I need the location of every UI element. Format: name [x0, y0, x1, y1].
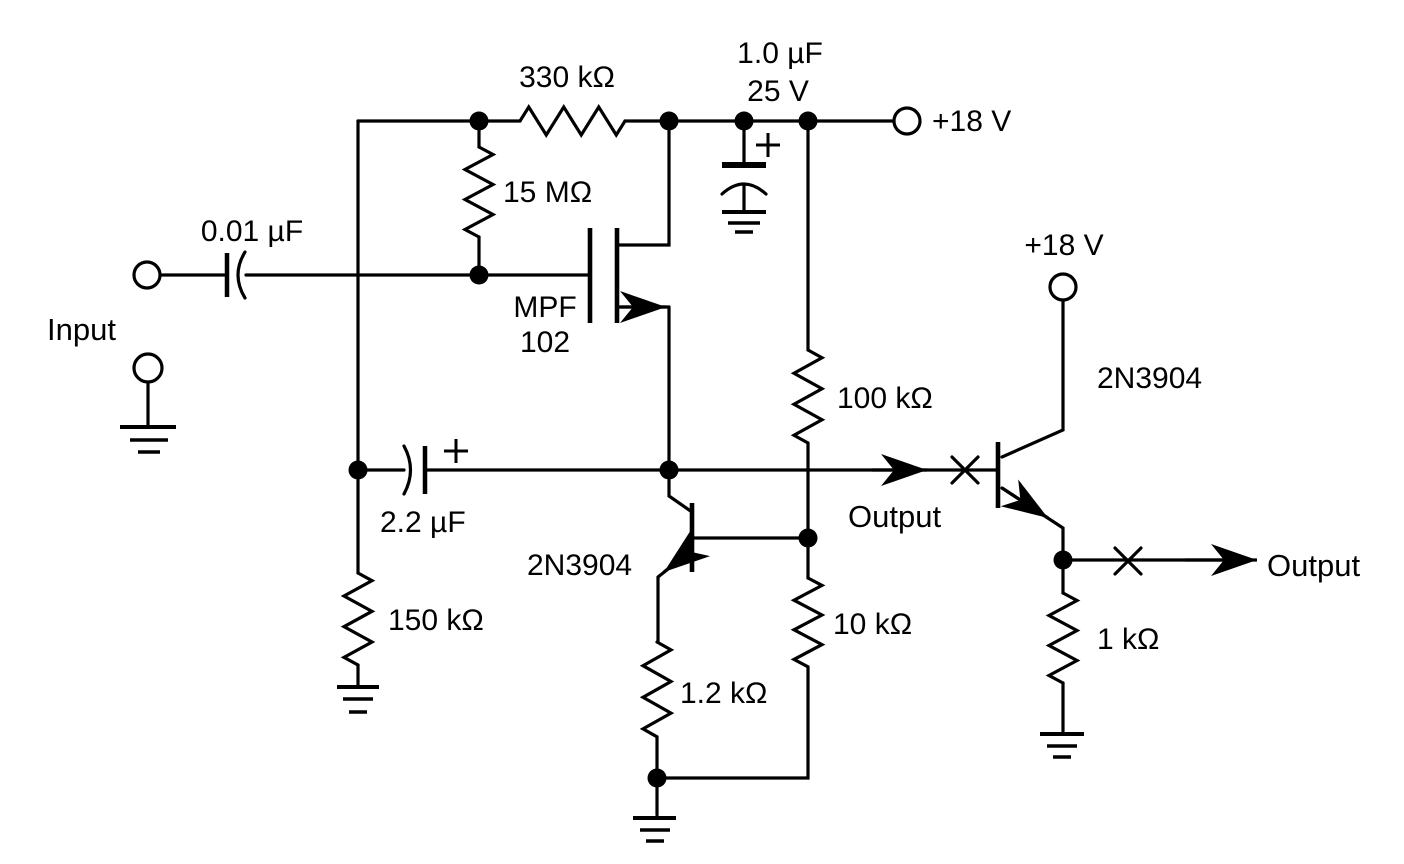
- label-q2: 2N3904: [527, 549, 632, 582]
- label-supply-top: +18 V: [932, 105, 1011, 138]
- wires: [146, 119, 1252, 817]
- capacitor-input-0u01: [224, 250, 247, 300]
- resistors: [340, 103, 1081, 739]
- resistor-150k: [340, 571, 376, 667]
- junction-dot: [469, 265, 489, 285]
- resistor-1k2: [639, 640, 675, 739]
- capacitor-bootstrap-2u2: [402, 439, 468, 496]
- x-mark-stage1-icon: [950, 455, 980, 485]
- label-q1-line1: MPF: [513, 291, 576, 324]
- label-r-15m: 15 MΩ: [503, 176, 592, 209]
- ground-1k-icon: [1040, 732, 1084, 759]
- input-ground-terminal: [132, 352, 164, 384]
- resistor-1k: [1045, 591, 1081, 685]
- label-r-1k2: 1.2 kΩ: [680, 677, 767, 710]
- cap-curved-plate: [720, 182, 768, 196]
- label-r-1k: 1 kΩ: [1097, 623, 1159, 656]
- ground-150k-icon: [337, 685, 379, 714]
- jfet-mpf102-symbol: [587, 228, 666, 323]
- label-r-10k: 10 kΩ: [833, 608, 912, 641]
- label-c-supply-rating: 25 V: [747, 75, 809, 108]
- junction-dot: [659, 111, 679, 131]
- label-output-stage1: Output: [848, 499, 941, 534]
- label-q1-line2: 102: [520, 326, 570, 359]
- label-r-150k: 150 kΩ: [388, 604, 484, 637]
- ground-input-icon: [120, 425, 176, 454]
- capacitor-supply-1u0: [720, 133, 780, 196]
- supply-terminal-top: [892, 106, 922, 136]
- resistor-100k: [790, 348, 826, 445]
- junction-dot: [647, 768, 667, 788]
- label-c-input: 0.01 µF: [201, 215, 303, 248]
- wire-jfet-drain: [615, 119, 671, 247]
- wire-q3-collector: [1000, 298, 1065, 459]
- ground-emitter2-icon: [633, 816, 676, 843]
- resistor-10k: [790, 576, 826, 669]
- plus-polarity-icon: [444, 439, 468, 463]
- label-supply-right: +18 V: [1024, 229, 1103, 262]
- junction-dot: [734, 111, 754, 131]
- transistor-q3-symbol: [995, 442, 1049, 520]
- supply-terminal-right: [1048, 272, 1078, 302]
- cap-curved-plate: [402, 444, 413, 496]
- label-c-supply-value: 1.0 µF: [737, 37, 823, 70]
- input-terminal: [132, 260, 162, 290]
- junction-dot: [798, 111, 818, 131]
- wire-10k-bottom: [655, 665, 810, 780]
- junction-dot: [1053, 550, 1073, 570]
- label-q3: 2N3904: [1097, 362, 1202, 395]
- junction-dot: [469, 111, 489, 131]
- resistor-330k: [518, 103, 627, 139]
- label-r-330k: 330 kΩ: [519, 61, 615, 94]
- junction-dot: [659, 460, 679, 480]
- q2-emitter-arrow-icon: [663, 530, 711, 574]
- label-c-bootstrap: 2.2 µF: [380, 506, 466, 539]
- x-mark-output-icon: [1113, 546, 1143, 576]
- ground-supply-cap-icon: [722, 210, 766, 234]
- junction-dot: [798, 528, 818, 548]
- transistor-q2-symbol: [663, 503, 711, 574]
- label-output-stage2: Output: [1267, 548, 1360, 583]
- resistor-15m: [461, 145, 497, 239]
- plus-polarity-icon: [756, 133, 780, 157]
- label-r-100k: 100 kΩ: [837, 382, 933, 415]
- junction-dots: [348, 111, 1073, 788]
- wire-q3-emitter: [1000, 486, 1065, 562]
- cap-curved-plate: [236, 250, 247, 300]
- label-input: Input: [47, 312, 116, 347]
- junction-dot: [348, 460, 368, 480]
- q3-emitter-arrow-icon: [1000, 479, 1049, 520]
